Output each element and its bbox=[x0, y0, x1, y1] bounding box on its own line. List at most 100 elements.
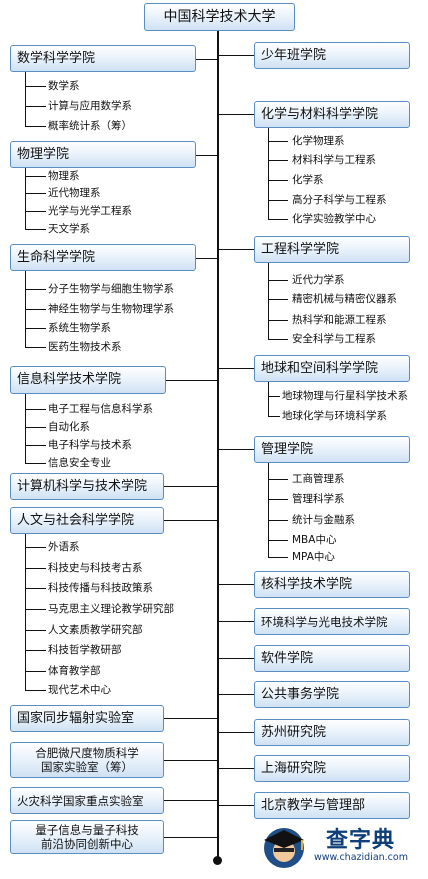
node-label: 北京教学与管理部 bbox=[261, 797, 366, 813]
connector bbox=[164, 718, 218, 719]
connector bbox=[25, 534, 26, 690]
list-item: 外语系 bbox=[48, 541, 80, 553]
connector bbox=[268, 180, 288, 181]
list-item: 数学系 bbox=[48, 80, 80, 92]
list-item: 天文学系 bbox=[48, 223, 90, 235]
left-node: 物理学院 bbox=[10, 141, 196, 168]
node-label: 管理学院 bbox=[261, 441, 314, 457]
connector bbox=[218, 658, 254, 659]
connector bbox=[268, 463, 269, 557]
list-item: 高分子科学与工程系 bbox=[292, 194, 387, 206]
node-label: 少年班学院 bbox=[261, 47, 327, 63]
connector bbox=[218, 584, 254, 585]
connector bbox=[25, 72, 26, 127]
node-label: 工程科学学院 bbox=[261, 241, 340, 257]
connector bbox=[268, 299, 288, 300]
connector bbox=[268, 479, 288, 480]
node-label-line1: 量子信息与量子科技 bbox=[35, 823, 139, 837]
node-label: 公共事务学院 bbox=[261, 686, 340, 702]
list-item: 科技史与科技考古系 bbox=[48, 562, 143, 574]
connector bbox=[268, 499, 288, 500]
left-node: 合肥微尺度物质科学 国家实验室（筹） bbox=[10, 742, 164, 778]
node-label: 国家同步辐射实验室 bbox=[17, 710, 135, 726]
connector bbox=[25, 328, 46, 329]
connector bbox=[164, 837, 218, 838]
list-item: 分子生物学与细胞生物学系 bbox=[48, 283, 174, 295]
left-node: 信息科学技术学院 bbox=[10, 366, 166, 394]
node-label: 信息科学技术学院 bbox=[17, 372, 122, 387]
right-node: 少年班学院 bbox=[254, 42, 410, 69]
root-label: 中国科学技术大学 bbox=[163, 9, 276, 25]
connector bbox=[25, 193, 46, 194]
node-label: 上海研究院 bbox=[261, 760, 327, 776]
connector bbox=[25, 168, 26, 229]
connector bbox=[268, 160, 288, 161]
list-item: 计算与应用数学系 bbox=[48, 100, 132, 112]
connector bbox=[164, 760, 218, 761]
node-label: 软件学院 bbox=[261, 650, 314, 666]
root-node: 中国科学技术大学 bbox=[144, 3, 295, 31]
node-label-line2: 国家实验室（筹） bbox=[41, 760, 133, 774]
node-label: 地球和空间科学学院 bbox=[261, 360, 379, 376]
right-node: 核科学技术学院 bbox=[254, 571, 410, 598]
list-item: 物理系 bbox=[48, 170, 80, 182]
spine-line bbox=[217, 31, 219, 861]
node-label: 苏州研究院 bbox=[261, 724, 327, 740]
list-item: 电子科学与技术系 bbox=[48, 439, 132, 451]
node-label: 物理学院 bbox=[17, 146, 70, 162]
connector bbox=[25, 394, 26, 463]
connector bbox=[25, 609, 46, 610]
connector bbox=[25, 211, 46, 212]
right-node: 软件学院 bbox=[254, 645, 410, 672]
connector bbox=[166, 380, 218, 381]
watermark-text: 查字典 bbox=[326, 828, 396, 853]
left-node: 火灾科学国家重点实验室 bbox=[10, 787, 164, 814]
left-node: 数学科学学院 bbox=[10, 45, 196, 72]
connector bbox=[268, 128, 269, 219]
list-item: 化学系 bbox=[292, 174, 324, 186]
connector bbox=[268, 200, 288, 201]
left-node: 量子信息与量子科技 前沿协同创新中心 bbox=[10, 820, 164, 854]
right-node: 工程科学学院 bbox=[254, 236, 410, 263]
list-item: 神经生物学与生物物理学系 bbox=[48, 303, 174, 315]
list-item: 信息安全专业 bbox=[48, 457, 111, 469]
connector bbox=[25, 86, 46, 87]
connector bbox=[218, 805, 254, 806]
connector bbox=[218, 621, 254, 622]
list-item: MPA中心 bbox=[292, 551, 335, 563]
right-node: 管理学院 bbox=[254, 436, 410, 463]
watermark-url: www.chazidian.com bbox=[314, 852, 408, 863]
connector bbox=[25, 568, 46, 569]
connector bbox=[268, 557, 288, 558]
list-item: 概率统计系（筹） bbox=[48, 120, 132, 132]
node-label: 生命科学学院 bbox=[17, 249, 96, 265]
connector bbox=[25, 547, 46, 548]
list-item: 管理科学系 bbox=[292, 493, 345, 505]
left-node: 人文与社会科学学院 bbox=[10, 507, 164, 534]
list-item: 热科学和能源工程系 bbox=[292, 314, 387, 326]
node-label: 数学科学学院 bbox=[17, 50, 96, 66]
node-label: 人文与社会科学学院 bbox=[17, 512, 135, 528]
list-item: 马克思主义理论教学研究部 bbox=[48, 603, 174, 615]
connector bbox=[218, 449, 254, 450]
connector bbox=[164, 520, 218, 521]
connector bbox=[25, 671, 46, 672]
list-item: 医药生物技术系 bbox=[48, 341, 122, 353]
list-item: 人文素质教学研究部 bbox=[48, 624, 143, 636]
list-item: 材料科学与工程系 bbox=[292, 154, 376, 166]
connector bbox=[25, 229, 46, 230]
list-item: 安全科学与工程系 bbox=[292, 333, 376, 345]
list-item: 自动化系 bbox=[48, 421, 90, 433]
right-node: 北京教学与管理部 bbox=[254, 792, 410, 819]
connector bbox=[218, 368, 254, 369]
left-node: 计算机科学与技术学院 bbox=[10, 473, 164, 500]
connector bbox=[164, 486, 218, 487]
connector bbox=[268, 280, 288, 281]
connector bbox=[268, 382, 269, 416]
list-item: 化学实验教学中心 bbox=[292, 213, 376, 225]
right-node: 地球和空间科学学院 bbox=[254, 355, 410, 382]
node-label-line1: 合肥微尺度物质科学 bbox=[35, 746, 139, 760]
connector bbox=[268, 416, 280, 417]
connector bbox=[268, 141, 288, 142]
list-item: 光学与光学工程系 bbox=[48, 205, 132, 217]
